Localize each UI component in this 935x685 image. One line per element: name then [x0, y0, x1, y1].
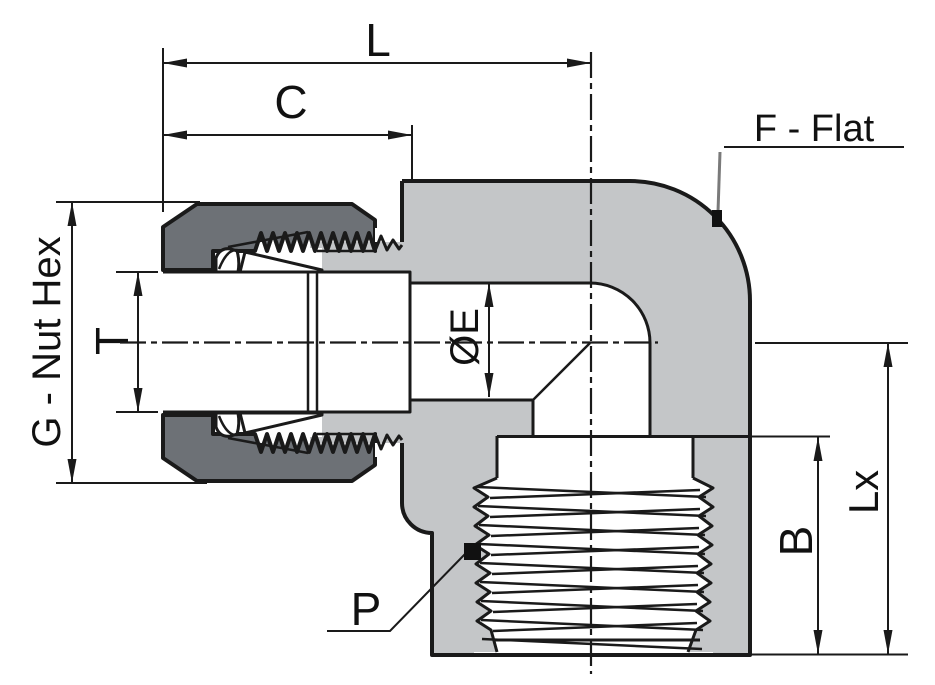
back-ferrule-bow-bottom	[217, 415, 243, 437]
dimension-B: B	[750, 435, 830, 654]
dimension-C: C	[163, 76, 413, 180]
dim-label-B: B	[770, 526, 822, 557]
dim-label-E: ØE	[443, 308, 487, 366]
nut-cone-top	[227, 230, 309, 249]
dim-label-G: G - Nut Hex	[25, 236, 69, 447]
callout-F-flat: F - Flat	[712, 108, 904, 227]
back-ferrule-bow-top	[217, 248, 243, 270]
dim-label-T: T	[86, 327, 138, 355]
dim-label-F: F - Flat	[754, 108, 875, 150]
callout-P: P	[327, 543, 481, 635]
thread-shoulder	[497, 436, 693, 478]
compression-nut-upper	[161, 202, 377, 272]
front-ferrule-bottom	[238, 411, 324, 435]
leader-F	[716, 151, 722, 213]
runout-thread-bottom	[373, 433, 404, 451]
leader-F-marker	[712, 210, 722, 227]
npt-crest-right	[686, 476, 715, 653]
dim-label-Lx: Lx	[840, 470, 887, 514]
leader-P-marker	[464, 543, 481, 560]
dimension-Lx: Lx	[750, 342, 908, 656]
body-outline	[400, 179, 752, 657]
compression-nut-lower	[161, 413, 377, 483]
dimension-L: L	[162, 14, 591, 212]
dim-label-L: L	[365, 14, 391, 66]
runout-thread-top	[373, 234, 404, 252]
dim-label-P: P	[351, 583, 382, 635]
nut-cone-bottom	[227, 436, 309, 455]
front-ferrule-top	[238, 250, 324, 274]
bore-top-line	[410, 281, 652, 436]
dimension-G-nut-hex: G - Nut Hex	[25, 201, 207, 484]
dim-label-C: C	[274, 76, 307, 128]
npt-crest-left	[472, 476, 499, 653]
bore-intersection-line	[532, 342, 591, 401]
dimension-E: ØE	[443, 283, 494, 397]
